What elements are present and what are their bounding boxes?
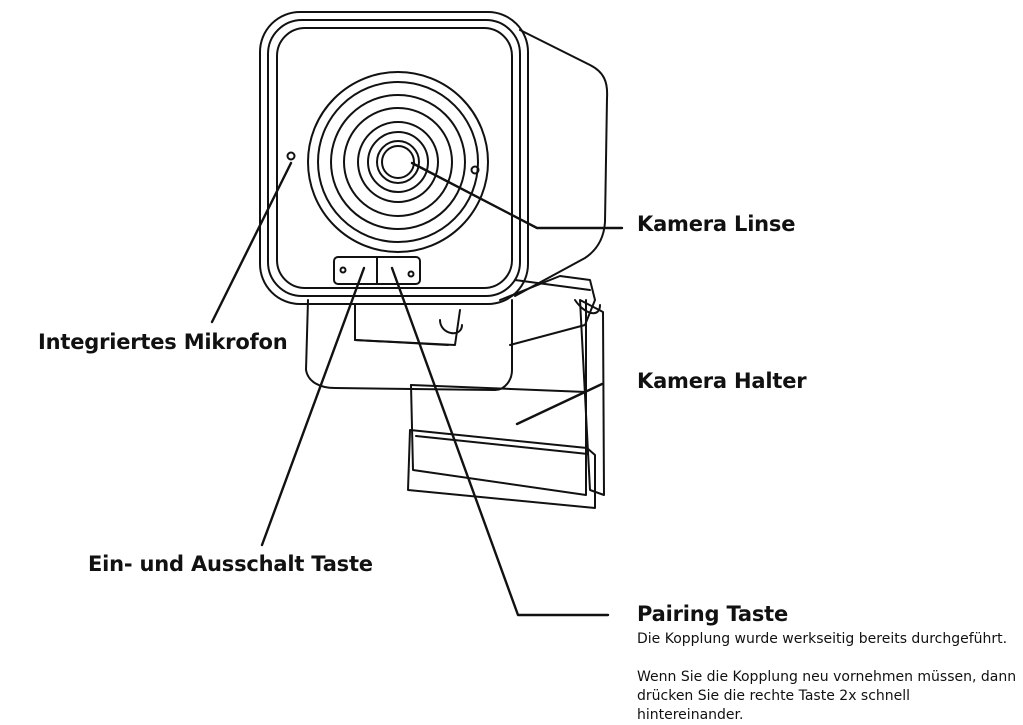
camera-buttons xyxy=(333,256,421,285)
camera-mount xyxy=(305,275,605,509)
callout-lines xyxy=(210,161,624,617)
label-kamera-halter: Kamera Halter xyxy=(637,369,807,393)
leader-line-kamera-linse xyxy=(410,161,624,230)
microphone-hole-right xyxy=(470,165,480,175)
leader-line-ein-taste xyxy=(260,266,366,547)
leader-line-mikrofon xyxy=(210,161,293,324)
leader-line-halter xyxy=(515,382,604,426)
pairing-description: Die Kopplung wurde werkseitig bereits du… xyxy=(637,630,1017,725)
microphone-hole-left xyxy=(286,151,296,161)
label-ein-ausschalt-taste: Ein- und Ausschalt Taste xyxy=(88,552,373,576)
camera-lens xyxy=(307,71,489,253)
pairing-description-line2: Wenn Sie die Kopplung neu vornehmen müss… xyxy=(637,669,1017,723)
pairing-description-line1: Die Kopplung wurde werkseitig bereits du… xyxy=(637,631,1008,647)
leader-line-pairing xyxy=(390,266,610,617)
camera-body xyxy=(259,11,609,305)
label-integriertes-mikrofon: Integriertes Mikrofon xyxy=(38,330,288,354)
label-pairing-taste: Pairing Taste xyxy=(637,602,789,626)
label-kamera-linse: Kamera Linse xyxy=(637,212,796,236)
